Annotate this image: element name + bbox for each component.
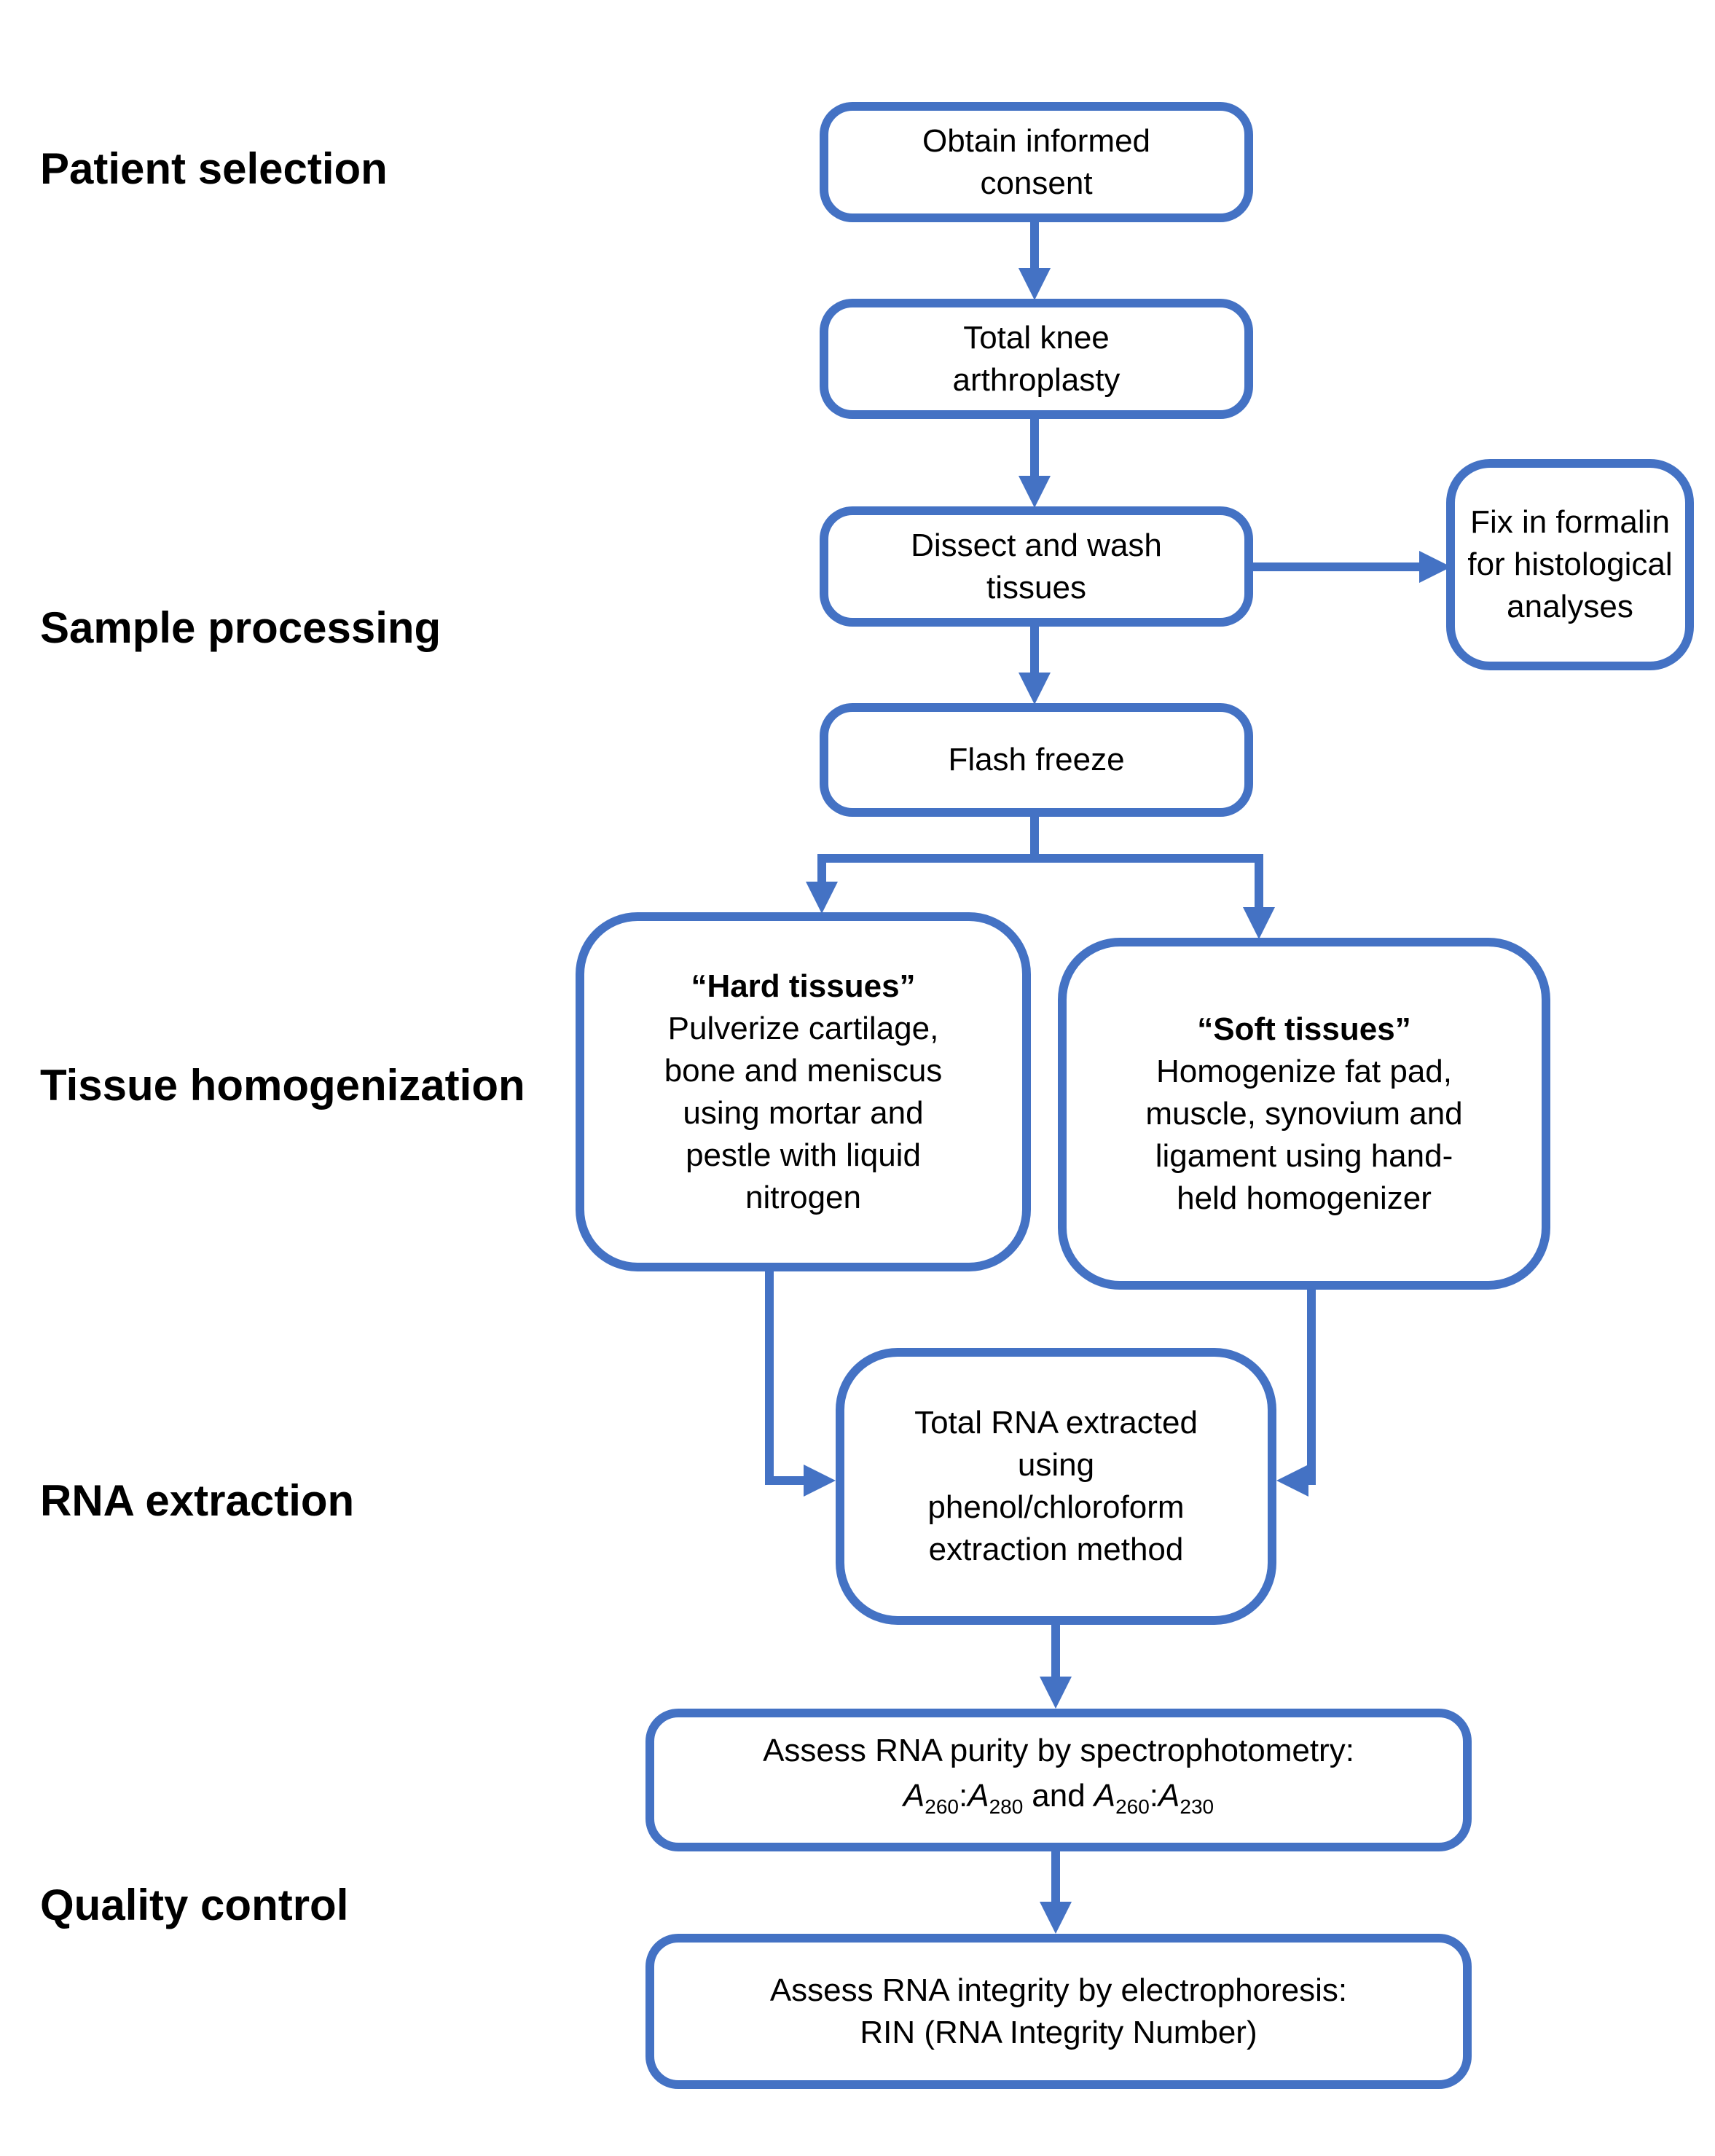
merge-right-vertical-line [1307, 1290, 1316, 1485]
arrow-split-to-soft-head [1243, 907, 1275, 939]
arrow-consent-to-arthroplasty-head [1019, 268, 1051, 300]
node-line: analyses [1507, 589, 1633, 624]
node-line: ligament using hand- [1155, 1137, 1453, 1174]
node-line: Obtain informed [922, 122, 1151, 159]
arrow-arthroplasty-to-dissect-line [1030, 419, 1039, 479]
arrow-split-to-hard-head [806, 882, 838, 914]
node-fix-in-formalin: Fix in formalin for histological analyse… [1446, 459, 1694, 670]
node-title: “Hard tissues” [691, 968, 916, 1004]
formula-sub: 260 [925, 1795, 959, 1818]
node-line: held homogenizer [1177, 1180, 1432, 1216]
stage-label-rna-extraction: RNA extraction [40, 1476, 355, 1525]
node-line: Assess RNA integrity by electrophoresis: [769, 1972, 1348, 2008]
node-obtain-informed-consent: Obtain informed consent [820, 102, 1253, 222]
node-line: bone and meniscus [664, 1052, 943, 1089]
node-line: phenol/chloroform [927, 1489, 1185, 1525]
node-line: Fix in formalin [1470, 504, 1670, 540]
formula-sub: 280 [989, 1795, 1024, 1818]
formula-conjunction: and [1032, 1777, 1086, 1814]
arrow-dissect-to-flashfreeze-head [1019, 673, 1051, 705]
node-line: Total RNA extracted [914, 1405, 1198, 1440]
split-left-drop-line [817, 854, 826, 885]
split-right-drop-line [1255, 854, 1263, 909]
arrow-hard-to-rna-head [804, 1465, 836, 1497]
formula-colon: : [958, 1777, 968, 1814]
stage-label-tissue-homogenization: Tissue homogenization [40, 1061, 525, 1110]
split-horizontal-line [817, 854, 1263, 863]
arrow-consent-to-arthroplasty-line [1030, 222, 1039, 271]
arrow-dissect-to-formalin-head [1419, 551, 1451, 583]
node-line: using [1017, 1447, 1095, 1483]
arrow-purity-to-integrity-line [1051, 1851, 1060, 1905]
node-line: muscle, synovium and [1145, 1095, 1463, 1132]
arrow-dissect-to-formalin-line [1253, 562, 1422, 571]
arrow-purity-to-integrity-head [1040, 1902, 1072, 1934]
node-dissect-and-wash-tissues: Dissect and wash tissues [820, 506, 1253, 627]
node-line: for histological [1467, 546, 1673, 582]
node-line: Homogenize fat pad, [1155, 1053, 1453, 1089]
stage-label-sample-processing: Sample processing [40, 603, 441, 652]
node-soft-tissues: “Soft tissues” Homogenize fat pad, muscl… [1058, 938, 1550, 1290]
node-hard-tissues: “Hard tissues” Pulverize cartilage, bone… [576, 912, 1031, 1271]
stage-label-patient-selection: Patient selection [40, 144, 388, 193]
node-line: Pulverize cartilage, [667, 1010, 939, 1046]
arrow-rna-to-purity-line [1051, 1625, 1060, 1681]
arrow-soft-to-rna-head [1276, 1465, 1308, 1497]
formula-a: A [1158, 1777, 1180, 1814]
node-line: tissues [986, 569, 1086, 605]
node-assess-rna-integrity: Assess RNA integrity by electrophoresis:… [645, 1934, 1472, 2089]
node-title: “Soft tissues” [1197, 1011, 1411, 1047]
formula-a: A [968, 1777, 989, 1814]
node-line: arthroplasty [952, 361, 1121, 398]
arrow-dissect-to-flashfreeze-line [1030, 627, 1039, 675]
node-total-knee-arthroplasty: Total knee arthroplasty [820, 299, 1253, 419]
node-assess-rna-purity: Assess RNA purity by spectrophotometry: … [645, 1709, 1472, 1851]
node-line: extraction method [928, 1532, 1184, 1567]
node-line: Assess RNA purity by spectrophotometry: [763, 1732, 1354, 1768]
node-line: Flash freeze [948, 742, 1125, 777]
formula-a: A [1094, 1777, 1116, 1814]
node-line: Dissect and wash [911, 527, 1162, 563]
node-line: Total knee [963, 319, 1110, 356]
split-stub-line [1030, 817, 1039, 863]
node-line: nitrogen [745, 1179, 861, 1215]
merge-left-vertical-line [765, 1271, 774, 1485]
formula-sub: 260 [1115, 1795, 1150, 1818]
node-line: consent [980, 165, 1093, 201]
formula-colon: : [1149, 1777, 1159, 1814]
formula-sub: 230 [1180, 1795, 1214, 1818]
node-line: using mortar and [683, 1094, 924, 1131]
merge-left-horizontal-line [765, 1476, 806, 1485]
arrow-arthroplasty-to-dissect-head [1019, 476, 1051, 508]
stage-label-quality-control: Quality control [40, 1881, 349, 1929]
node-flash-freeze: Flash freeze [820, 703, 1253, 817]
node-line: RIN (RNA Integrity Number) [860, 2014, 1257, 2050]
formula-a: A [903, 1777, 925, 1814]
arrow-rna-to-purity-head [1040, 1677, 1072, 1709]
node-total-rna-extracted: Total RNA extracted using phenol/chlorof… [836, 1348, 1276, 1625]
node-line: pestle with liquid [686, 1137, 921, 1173]
